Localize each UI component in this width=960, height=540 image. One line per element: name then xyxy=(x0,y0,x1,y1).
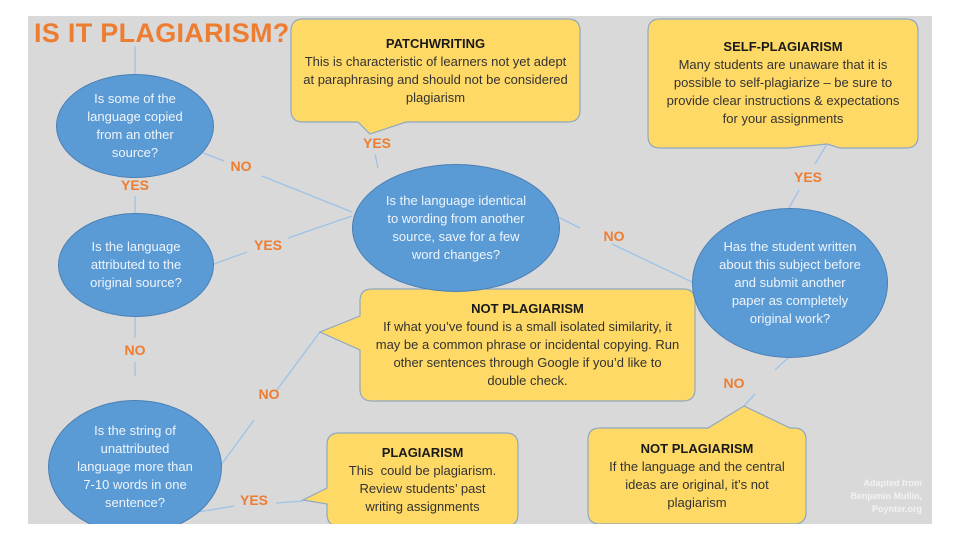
edge-label-q1-q4: NO xyxy=(230,158,252,174)
flowchart-canvas: IS IT PLAGIARISM? Is some of the languag… xyxy=(28,16,932,524)
connector-q4-q5 xyxy=(611,243,693,283)
callout-body: This could be plagiarism. Review student… xyxy=(348,462,500,514)
callout-self-plagiarism: SELF-PLAGIARISM Many students are unawar… xyxy=(648,21,918,145)
callout-not-plagiarism-similarity: NOT PLAGIARISM If what you’ve found is a… xyxy=(360,291,695,399)
callout-heading: PLAGIARISM xyxy=(381,444,464,460)
connector-q3-plag xyxy=(197,505,235,513)
connector-q5-notplag xyxy=(774,355,791,371)
edge-label-q4-q5: NO xyxy=(603,228,625,244)
question-text: Is the string of unattributed language m… xyxy=(77,423,193,510)
credit-line: Adapted from xyxy=(863,478,923,488)
connector-q1-q4 xyxy=(261,175,353,213)
credit-text: Adapted from Benjamin Mullin, Poynter.or… xyxy=(850,477,922,516)
connector-q5-self xyxy=(787,189,800,211)
edge-label-q5-self: YES xyxy=(793,169,823,185)
edge-label-q5-notplag: NO xyxy=(723,375,745,391)
callout-shape-not-plagiarism-original xyxy=(587,405,807,524)
question-node: Is the language identical to wording fro… xyxy=(352,164,560,292)
question-node: Is the string of unattributed language m… xyxy=(48,400,222,524)
connector-q3-notplag xyxy=(220,419,255,466)
credit-line: Poynter.org xyxy=(871,504,922,514)
callout-body: If the language and the central ideas ar… xyxy=(609,459,785,510)
question-text: Has the student written about this subje… xyxy=(719,239,861,326)
connector-layer xyxy=(134,18,919,524)
callout-body: Many students are unaware that it is pos… xyxy=(666,57,900,126)
connector-q3-notplag xyxy=(275,331,321,392)
connector-q2-q4 xyxy=(287,215,353,239)
callout-heading: NOT PLAGIARISM xyxy=(471,301,584,316)
callout-body: If what you’ve found is a small isolated… xyxy=(375,319,680,388)
question-node: Is the language attributed to the origin… xyxy=(58,213,214,317)
callout-shape-plagiarism xyxy=(301,432,519,524)
callout-shape-self-plagiarism xyxy=(647,18,919,149)
credit-line: Benjamin Mullin, xyxy=(850,491,922,501)
edge-label-q2-q3: NO xyxy=(124,342,146,358)
question-text: Is some of the language copied from an o… xyxy=(87,91,183,160)
callout-not-plagiarism-original: NOT PLAGIARISM If the language and the c… xyxy=(588,430,806,522)
question-text: Is the language attributed to the origin… xyxy=(90,239,182,290)
callout-body: This is characteristic of learners not y… xyxy=(303,54,568,105)
question-node: Has the student written about this subje… xyxy=(692,208,888,358)
page-title: IS IT PLAGIARISM? xyxy=(34,18,290,48)
connector-q5-self xyxy=(814,143,828,165)
callout-heading: NOT PLAGIARISM xyxy=(640,441,754,456)
callout-shape-patchwriting xyxy=(290,18,581,135)
question-text: Is the language identical to wording fro… xyxy=(385,193,527,262)
edge-label-q4-patch: YES xyxy=(362,135,392,151)
connector-q4-patch xyxy=(374,153,379,169)
question-node: Is some of the language copied from an o… xyxy=(56,74,214,178)
callout-plagiarism: PLAGIARISM This could be plagiarism. Rev… xyxy=(327,435,518,524)
edge-label-q3-notplag: NO xyxy=(258,386,280,402)
connector-q3-plag xyxy=(275,500,304,504)
edge-label-q2-q4: YES xyxy=(253,237,283,253)
callout-heading: SELF-PLAGIARISM xyxy=(723,39,843,54)
connector-q2-q4 xyxy=(213,251,248,265)
edge-label-q3-plag: YES xyxy=(239,492,269,508)
callout-patchwriting: PATCHWRITING This is characteristic of l… xyxy=(291,21,580,121)
callout-heading: PATCHWRITING xyxy=(385,36,486,51)
edge-label-q1-q2: YES xyxy=(120,177,150,193)
connector-q5-notplag xyxy=(743,393,756,407)
